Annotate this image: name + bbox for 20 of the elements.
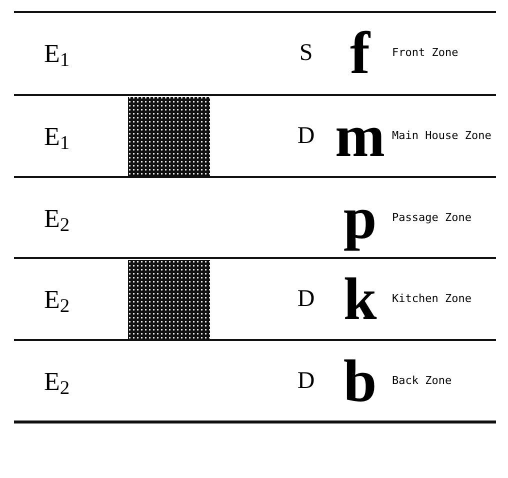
row-label: E$_{2}$ [44, 202, 71, 238]
zone-letter: b [342, 351, 378, 411]
type-letter: S [298, 39, 314, 68]
type-letter: D [296, 367, 316, 396]
type-letter: D [296, 285, 316, 314]
row-label: E$_{1}$ [44, 120, 71, 156]
zone-name: Main House Zone [392, 130, 492, 142]
zone-name: Passage Zone [392, 212, 472, 224]
zone-letter: m [334, 106, 386, 166]
zone-name: Back Zone [392, 374, 453, 388]
zone-letter: k [342, 269, 378, 329]
row-label: E$_{2}$ [44, 366, 71, 400]
row-label: E$_{2}$ [44, 284, 71, 318]
zone-letter: f [349, 23, 372, 83]
row-label: E$_{1}$ [44, 38, 71, 72]
zone-name: Front Zone [392, 46, 460, 60]
zone-name: Kitchen Zone [392, 292, 472, 306]
hatched-square [128, 260, 210, 340]
hatched-square [128, 97, 210, 177]
type-letter: D [296, 122, 316, 151]
